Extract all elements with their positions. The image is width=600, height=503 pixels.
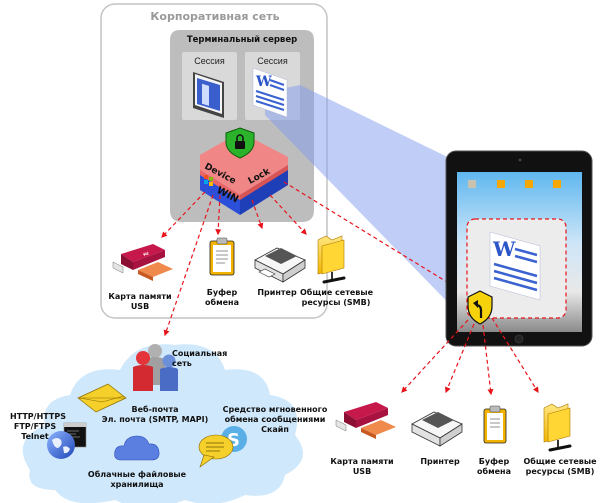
clipboard-icon <box>483 405 507 444</box>
app-icon <box>497 180 505 188</box>
clipboard-icon <box>209 237 235 276</box>
corporate-network-title: Корпоративная сеть <box>150 10 280 23</box>
label-usb-tablet: Карта памяти USB <box>330 457 394 476</box>
app-icon <box>553 180 561 188</box>
email-envelope-icon <box>77 383 127 413</box>
projection-beam <box>265 85 470 325</box>
reader-app-icon <box>193 72 224 118</box>
printer-icon <box>254 247 306 283</box>
word-document-icon: W <box>252 67 288 118</box>
label-printer-tablet: Принтер <box>420 457 460 466</box>
arrow-to-cloud <box>163 194 214 337</box>
web-globe-icon <box>47 422 87 459</box>
label-clipboard-tablet: Буфер обмена <box>477 457 511 476</box>
devicelock-block <box>200 127 288 215</box>
arrow-to-printer <box>251 199 264 230</box>
cloud-storage-icon <box>114 435 160 461</box>
label-printer-corporate: Принтер <box>257 288 297 297</box>
network-folder-icon <box>317 235 346 284</box>
network-folder-icon <box>543 403 572 452</box>
session-label-2: Сессия <box>257 56 288 66</box>
label-instant-messaging: Средство мгновенного обмена сообщениями … <box>222 405 328 434</box>
arrow-to-usb-tablet <box>401 319 469 393</box>
terminal-server-title: Терминальный сервер <box>186 35 298 45</box>
svg-text:W: W <box>492 237 516 261</box>
arrow-to-smb-tablet <box>491 317 539 394</box>
label-clipboard-corporate: Буфер обмена <box>205 288 239 307</box>
arrow-to-usb <box>161 191 206 238</box>
arrows-tablet <box>401 317 539 396</box>
svg-text:W: W <box>255 74 272 90</box>
session-label-1: Сессия <box>194 56 225 66</box>
usb-flash-drive-icon <box>335 402 396 439</box>
label-smb-tablet: Общие сетевые ресурсы (SMB) <box>523 457 597 476</box>
internet-cloud <box>22 344 303 503</box>
arrows-corporate <box>161 181 461 337</box>
printer-icon <box>411 411 463 447</box>
label-cloud-storage: Облачные файловые хранилища <box>87 470 187 489</box>
instant-messaging-icon: S <box>198 426 247 468</box>
social-network-icon <box>133 344 178 391</box>
usb-flash-drive-icon: ⇌ <box>112 244 173 281</box>
word-document-icon: W <box>489 231 541 301</box>
label-web-protocols: HTTP/HTTPS FTP/FTPS Telnet <box>10 412 66 441</box>
svg-text:⇌: ⇌ <box>143 250 149 258</box>
label-email: Веб-почта Эл. почта (SMTP, MAPI) <box>101 405 209 424</box>
devicelock-shield-icon <box>467 290 493 325</box>
app-icon <box>468 180 476 188</box>
arrow-to-printer-tablet <box>445 323 475 394</box>
arrow-to-clipboard-tablet <box>482 324 494 396</box>
arrow-to-smb <box>269 194 307 235</box>
app-icon <box>525 180 533 188</box>
windows-logo-icon <box>204 175 208 179</box>
label-social-network: Социальная сеть <box>172 349 228 368</box>
label-usb-corporate: Карта памяти USB <box>108 292 172 311</box>
label-smb-corporate: Общие сетевые ресурсы (SMB) <box>300 288 373 307</box>
